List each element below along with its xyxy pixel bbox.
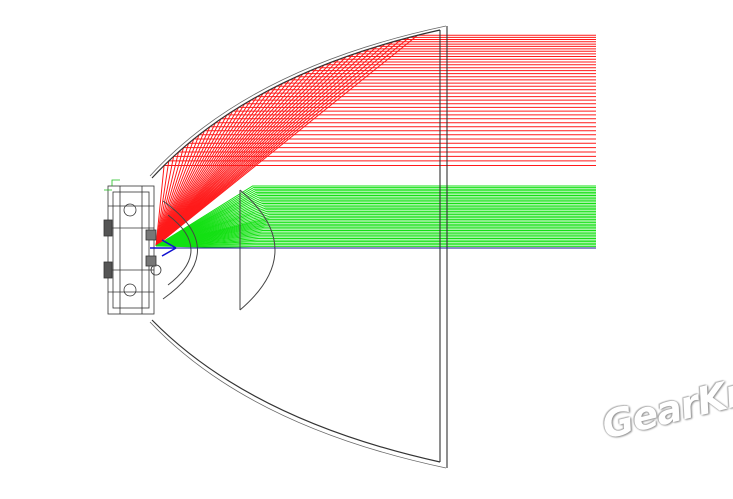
- lens-ray: [155, 199, 596, 247]
- led-housing: [103, 179, 162, 315]
- housing-screw: [123, 283, 137, 297]
- reflector-upper-wall-outer: [149, 25, 447, 177]
- housing-clip: [145, 255, 157, 267]
- lens-ray: [155, 242, 596, 247]
- lens-ray: [155, 214, 596, 247]
- lens-ray: [155, 191, 596, 247]
- lens-ray: [155, 215, 596, 247]
- housing-clip: [103, 261, 113, 279]
- lens-ray: [155, 195, 596, 247]
- lens-ray: [155, 234, 596, 247]
- housing-inner: [112, 191, 150, 309]
- housing-screw: [123, 203, 137, 217]
- lens-inner-arc-1: [162, 200, 198, 300]
- marker-line: [161, 247, 177, 257]
- lens-ray: [155, 206, 596, 247]
- housing-body: [107, 185, 155, 315]
- lens-inner-arc-2: [167, 214, 192, 286]
- lens-ray: [155, 190, 596, 247]
- lens-ray: [155, 198, 596, 247]
- reflector-upper-wall: [151, 29, 441, 179]
- housing-clip: [145, 229, 157, 241]
- lens-ray: [155, 203, 596, 247]
- lens-ray: [155, 244, 596, 247]
- reflector-outline: [149, 25, 448, 469]
- lens-ray: [155, 241, 596, 247]
- lens-ray: [155, 209, 596, 247]
- marker-line: [161, 239, 177, 249]
- reflector-lower-wall: [151, 319, 441, 463]
- lens-ray: [155, 201, 596, 247]
- lens-rays: [155, 185, 596, 249]
- lens-ray: [155, 188, 596, 247]
- lens-ray: [155, 193, 596, 247]
- lens-ray: [155, 212, 596, 247]
- collimator-lens: [162, 189, 276, 311]
- reflector-lower-wall-outer: [149, 321, 447, 469]
- lens-ray: [155, 187, 596, 247]
- lens-ray: [155, 207, 596, 247]
- lens-ray: [155, 196, 596, 247]
- lens-ray: [155, 204, 596, 247]
- lens-ray: [155, 210, 596, 247]
- housing-clip: [103, 219, 113, 237]
- lens-ray: [155, 185, 596, 247]
- lens-front-surface: [239, 189, 276, 311]
- led-emitter-marker: [150, 239, 177, 257]
- housing-wire: [104, 179, 120, 191]
